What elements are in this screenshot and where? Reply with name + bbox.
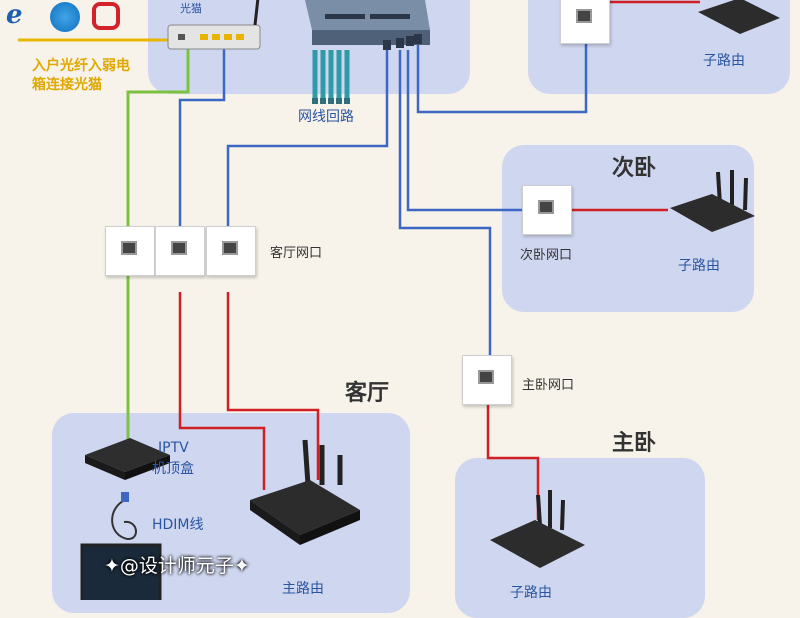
top-right-socket xyxy=(560,0,610,44)
port-icon xyxy=(222,241,238,255)
patch-label: 网线回路 xyxy=(298,109,354,125)
living-socket-2 xyxy=(155,226,205,276)
mobile-logo-icon xyxy=(50,2,80,32)
second-bedroom-socket xyxy=(522,185,572,235)
cable-switch-to-living-socket-3 xyxy=(226,50,389,248)
master-bedroom-title: 主卧 xyxy=(612,431,657,456)
fiber-note-line1: 入户光纤入弱电 xyxy=(32,58,130,74)
master-bedroom-socket xyxy=(462,355,512,405)
second-bedroom-router-label: 子路由 xyxy=(678,258,720,274)
port-icon xyxy=(171,241,187,255)
master-bedroom-router-label: 子路由 xyxy=(510,585,552,601)
main-router xyxy=(250,439,360,545)
cable-master-socket-to-router xyxy=(486,405,540,520)
hdmi-label: HDIM线 xyxy=(152,517,204,533)
top-right-router xyxy=(698,0,780,34)
master-bedroom-socket-label: 主卧网口 xyxy=(522,378,575,393)
port-icon xyxy=(538,200,554,214)
cable-modem-to-living-socket-2 xyxy=(178,45,226,248)
unicom-logo-icon xyxy=(92,2,120,30)
cable-switch-to-second-bedroom xyxy=(398,50,492,358)
living-socket-1 xyxy=(105,226,155,276)
watermark: ✦@设计师元子✦ xyxy=(104,555,250,577)
network-switch xyxy=(305,0,430,50)
fiber-note: 入户光纤入弱电 箱连接光猫 xyxy=(32,57,130,95)
second-bedroom-router xyxy=(670,170,755,232)
main-router-label: 主路由 xyxy=(282,581,324,597)
fiber-note-line2: 箱连接光猫 xyxy=(32,77,102,93)
second-bedroom-title: 次卧 xyxy=(612,156,657,181)
living-socket-3 xyxy=(206,226,256,276)
cable-switch-to-second-bedroom-socket xyxy=(406,50,540,212)
patch-cords xyxy=(312,50,350,100)
port-icon xyxy=(576,9,592,23)
modem-label: 光猫 xyxy=(180,2,202,15)
cable-socket-to-main-router-a xyxy=(178,292,266,490)
hdmi-cable xyxy=(111,499,137,540)
cable-switch-to-top-right xyxy=(416,40,588,114)
iptv-label-line1: IPTV xyxy=(158,440,189,456)
hdmi-plug xyxy=(121,492,129,502)
master-bedroom-router xyxy=(490,490,585,568)
telecom-logo-icon: ℯ xyxy=(6,0,23,30)
iptv-label-line2: 机顶盒 xyxy=(152,461,194,477)
television xyxy=(80,543,162,600)
port-icon xyxy=(478,370,494,384)
living-room-title: 客厅 xyxy=(345,381,390,406)
second-bedroom-socket-label: 次卧网口 xyxy=(520,248,573,263)
port-icon xyxy=(121,241,137,255)
cable-diagram xyxy=(18,0,780,600)
cable-socket-to-main-router-b xyxy=(226,292,320,480)
optical-modem xyxy=(167,0,261,50)
red-cables xyxy=(178,0,700,520)
living-socket-label: 客厅网口 xyxy=(270,246,323,261)
patch-connectors xyxy=(312,98,350,104)
blue-cables xyxy=(178,40,588,358)
iptv-set-top-box xyxy=(85,438,170,480)
top-right-router-label: 子路由 xyxy=(703,53,745,69)
